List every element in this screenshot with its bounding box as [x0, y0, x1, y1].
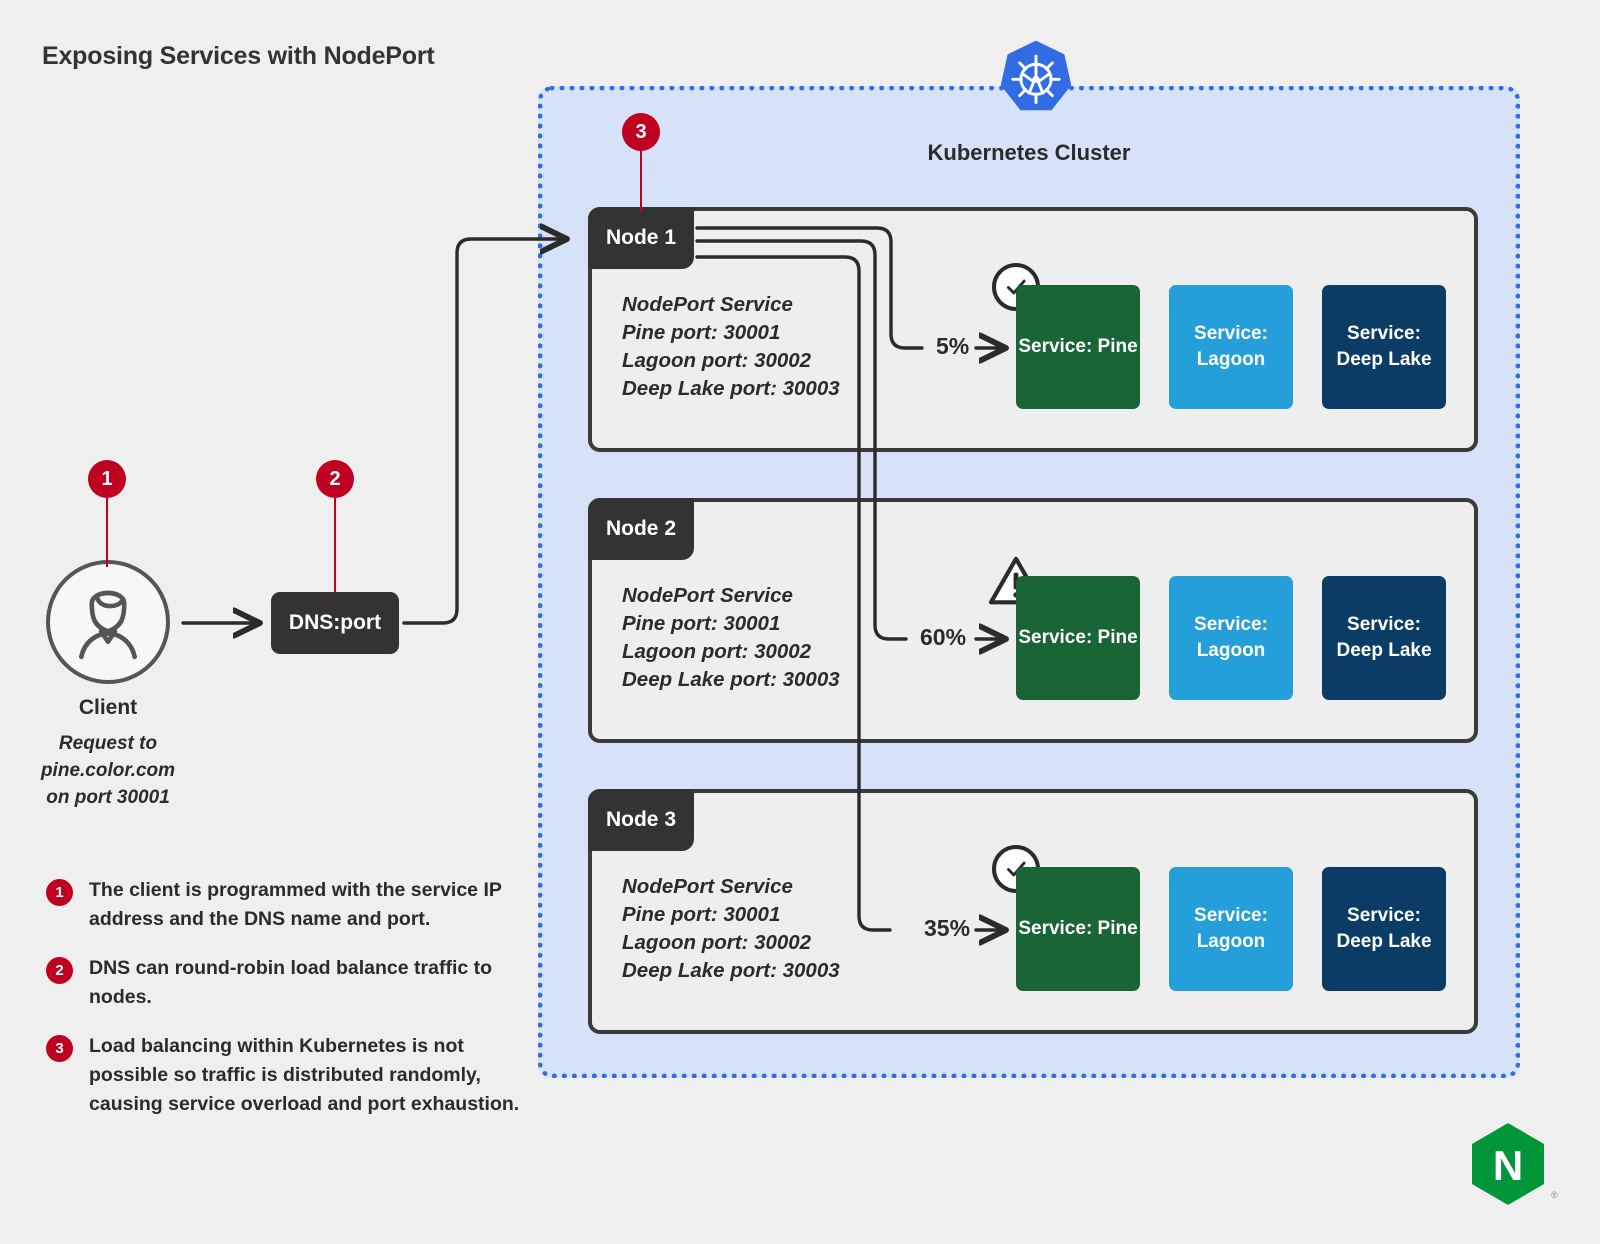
service-lagoon-node-1[interactable]: Service: Lagoon [1169, 285, 1293, 409]
service-pine-node-1[interactable]: Service: Pine [1016, 285, 1140, 409]
service-lagoon-node-2[interactable]: Service: Lagoon [1169, 576, 1293, 700]
node-3-title: Node 3 [588, 789, 694, 851]
node-3-traffic-pct: 35% [924, 915, 971, 941]
client-request-text: Request to pine.color.com on port 30001 [40, 733, 176, 808]
callout-marker-2: 2 [316, 460, 354, 498]
marker-3-stem [640, 150, 642, 212]
avatar [46, 560, 170, 684]
marker-1-stem [106, 497, 108, 567]
kubernetes-helm-icon [993, 38, 1079, 124]
legend: 1 The client is programmed with the serv… [46, 876, 526, 1139]
legend-text-2: DNS can round-robin load balance traffic… [89, 957, 493, 1008]
nginx-logo-icon: N [1470, 1122, 1546, 1206]
node-2-title: Node 2 [588, 498, 694, 560]
node-1-title: Node 1 [588, 207, 694, 269]
node-3-info: NodePort Service Pine port: 30001 Lagoon… [622, 875, 840, 982]
legend-item-2: 2 DNS can round-robin load balance traff… [46, 954, 526, 1012]
svg-text:N: N [1493, 1142, 1523, 1189]
service-deeplake-node-3[interactable]: Service: Deep Lake [1322, 867, 1446, 991]
legend-number-1: 1 [46, 879, 73, 906]
callout-marker-3: 3 [622, 113, 660, 151]
service-pine-node-2[interactable]: Service: Pine [1016, 576, 1140, 700]
page-title: Exposing Services with NodePort [42, 42, 435, 70]
legend-item-3: 3 Load balancing within Kubernetes is no… [46, 1032, 526, 1119]
service-pine-node-3[interactable]: Service: Pine [1016, 867, 1140, 991]
legend-item-1: 1 The client is programmed with the serv… [46, 876, 526, 934]
node-1-info: NodePort Service Pine port: 30001 Lagoon… [622, 293, 840, 400]
node-2-traffic-pct: 60% [920, 624, 967, 650]
registered-mark: ® [1551, 1190, 1558, 1200]
legend-number-2: 2 [46, 957, 73, 984]
service-lagoon-node-3[interactable]: Service: Lagoon [1169, 867, 1293, 991]
legend-number-3: 3 [46, 1035, 73, 1062]
service-deeplake-node-1[interactable]: Service: Deep Lake [1322, 285, 1446, 409]
node-1-traffic-pct: 5% [936, 333, 970, 359]
node-2-info: NodePort Service Pine port: 30001 Lagoon… [622, 584, 840, 691]
service-deeplake-node-2[interactable]: Service: Deep Lake [1322, 576, 1446, 700]
marker-2-stem [334, 497, 336, 593]
callout-marker-1: 1 [88, 460, 126, 498]
legend-text-1: The client is programmed with the servic… [89, 879, 502, 930]
cluster-title: Kubernetes Cluster [927, 140, 1131, 165]
client-label: Client [78, 696, 138, 719]
dns-port-box[interactable]: DNS:port [271, 592, 399, 654]
legend-text-3: Load balancing within Kubernetes is not … [89, 1035, 520, 1115]
